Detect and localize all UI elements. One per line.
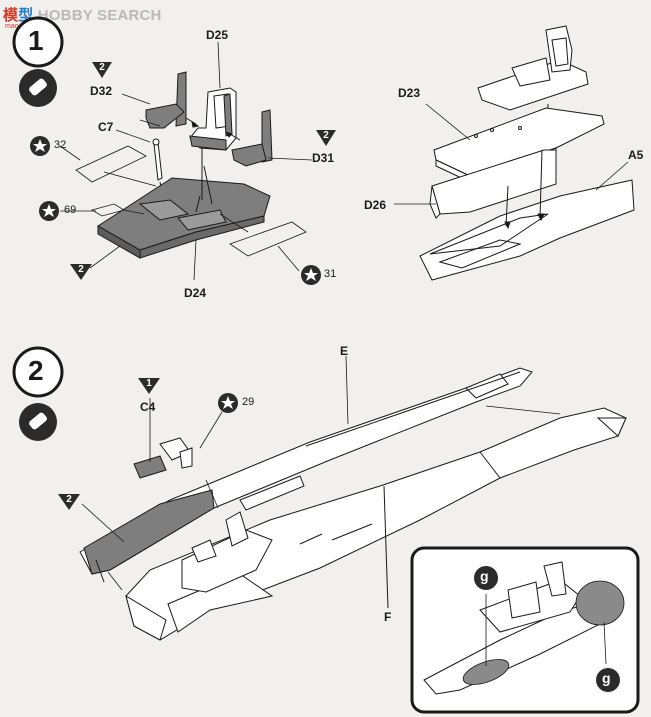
decal-star-69-icon bbox=[39, 201, 59, 221]
decal-star-31-icon bbox=[301, 265, 321, 285]
paint-mark-tub-icon bbox=[70, 264, 92, 280]
fuselage-half-e bbox=[79, 367, 533, 583]
decal-label-32: 32 bbox=[54, 139, 67, 151]
decal-star-32-icon bbox=[30, 136, 50, 156]
label-f: F bbox=[384, 610, 392, 624]
decal-label-29: 29 bbox=[242, 396, 255, 408]
step-2-marker bbox=[12, 346, 64, 398]
paint-mark-d32-number: 2 bbox=[99, 62, 105, 73]
fuselage-half-f bbox=[125, 407, 627, 641]
paint-mark-d32-icon bbox=[92, 62, 112, 78]
decal-31-outline bbox=[219, 213, 307, 257]
label-e: E bbox=[340, 344, 349, 358]
glue-point-left-icon bbox=[474, 566, 498, 590]
step-1-marker bbox=[12, 16, 64, 68]
decal-star-29-icon bbox=[218, 393, 238, 413]
decal-69-outline bbox=[90, 203, 145, 217]
leader-lines-right bbox=[394, 103, 629, 205]
label-d23: D23 bbox=[398, 86, 421, 100]
step-2-number: 2 bbox=[28, 355, 44, 386]
leader-lines-step1 bbox=[59, 41, 313, 281]
label-c4: C4 bbox=[140, 400, 156, 414]
watermark-char-1: 模 bbox=[3, 7, 19, 24]
glue-label-right: g bbox=[602, 670, 611, 686]
paint-mark-side-number: 2 bbox=[66, 494, 72, 505]
step-1-number: 1 bbox=[28, 25, 44, 56]
cockpit-tub-d24 bbox=[97, 148, 271, 259]
detail-callout-box bbox=[410, 546, 640, 714]
glue-icon-step2 bbox=[19, 403, 57, 441]
assembly-arrows bbox=[81, 355, 561, 591]
decal-32-outline bbox=[75, 145, 157, 187]
label-d26: D26 bbox=[364, 198, 387, 212]
part-c7 bbox=[152, 138, 167, 215]
watermark-text: HOBBY SEARCH bbox=[37, 7, 162, 24]
paint-mark-d31-icon bbox=[316, 130, 336, 146]
glue-label-left: g bbox=[480, 568, 489, 584]
part-d32 bbox=[145, 71, 200, 129]
paint-mark-side-icon bbox=[58, 494, 80, 510]
label-a5: A5 bbox=[628, 148, 644, 162]
paint-mark-c4-number: 1 bbox=[146, 378, 152, 389]
paint-mark-d31-number: 2 bbox=[323, 130, 329, 141]
label-d32: D32 bbox=[90, 84, 113, 98]
glue-point-right-icon bbox=[596, 668, 620, 692]
paint-mark-tub-number: 2 bbox=[78, 264, 84, 275]
part-d31 bbox=[224, 109, 273, 167]
paint-mark-c4-icon bbox=[138, 378, 160, 394]
glue-icon bbox=[19, 69, 57, 107]
seat-d25 bbox=[189, 87, 237, 151]
decal-label-69: 69 bbox=[64, 204, 77, 216]
part-c4 bbox=[133, 437, 193, 479]
label-d31: D31 bbox=[312, 151, 335, 165]
label-c7: C7 bbox=[98, 120, 114, 134]
right-subassembly bbox=[419, 25, 635, 281]
decal-label-31: 31 bbox=[324, 268, 337, 280]
label-d24: D24 bbox=[184, 286, 207, 300]
label-d25: D25 bbox=[206, 28, 229, 42]
